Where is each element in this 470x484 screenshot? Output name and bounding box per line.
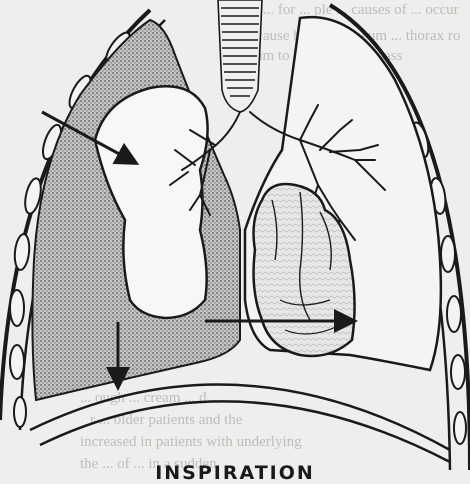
- bg-line-8: r ... older patients and the: [90, 412, 243, 428]
- bg-line-9: increased in patients with underlying: [80, 434, 302, 450]
- figure-caption: INSPIRATION: [0, 462, 470, 484]
- trachea: [218, 0, 262, 112]
